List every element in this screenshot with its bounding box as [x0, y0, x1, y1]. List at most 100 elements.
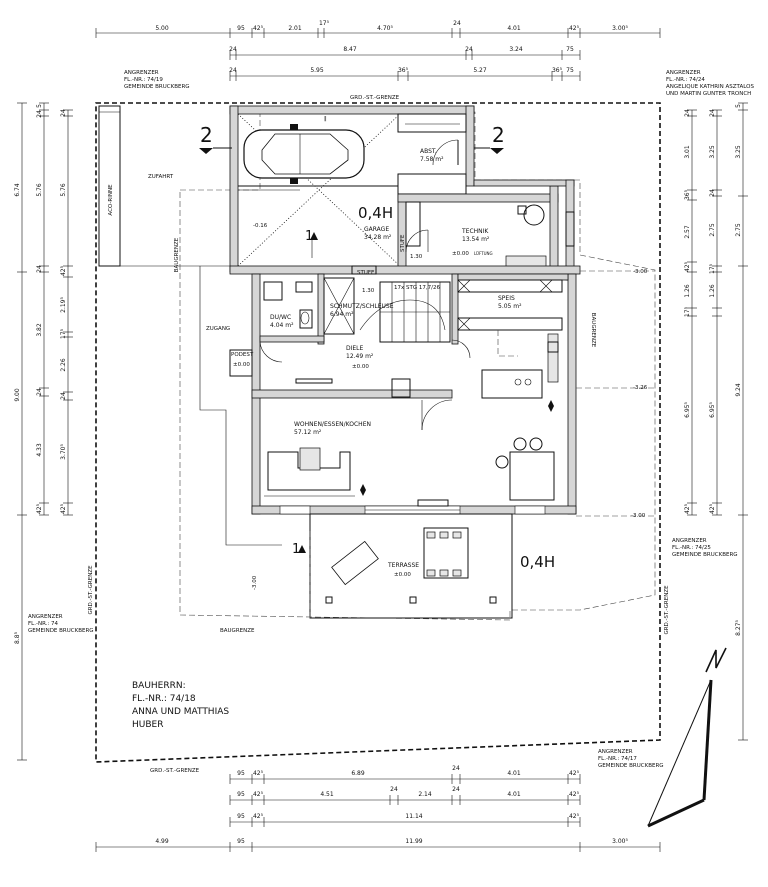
- property-boundary: GRD.-ST.-GRENZE GRD.-ST.-GRENZE GRD.-ST.…: [88, 95, 670, 774]
- top-dimension-chains: 5.00 95 42⁵ 2.01 17⁵ 4.70⁵ 24 4.01 42⁵ 3…: [95, 20, 661, 81]
- dim-top3-3: 5.27: [473, 67, 487, 74]
- garage-area: 34.28 m²: [364, 234, 392, 241]
- section-right-arrow: [490, 148, 504, 154]
- dim-top1-4: 17⁵: [319, 20, 330, 27]
- dim-bottom3-1: 42⁵: [253, 813, 264, 820]
- schleuse-area: 6.94 m²: [330, 311, 354, 318]
- dim-bottom2-1: 42⁵: [253, 791, 264, 798]
- access-path: [199, 266, 282, 546]
- dim-right-inner-2: 36⁵: [684, 189, 691, 200]
- bottom-dimension-chains: 95 42⁵ 6.89 24 4.01 42⁵ 95 42⁵ 4.51 24 2…: [95, 765, 661, 852]
- technik-area: 13.54 m²: [462, 236, 490, 243]
- dim-top1-9: 3.00⁵: [612, 25, 628, 32]
- abst-area: 7.58 m²: [420, 156, 444, 163]
- du-wc-room: [259, 281, 313, 363]
- dim-top1-2: 42⁵: [253, 25, 264, 32]
- dim-right-outer-2: 2.75: [735, 223, 742, 237]
- dim-bottom2-4: 2.14: [418, 791, 432, 798]
- diele-level: ±0.00: [352, 364, 369, 370]
- neighbor-w-0: ANGRENZER: [28, 614, 63, 620]
- dim-right-inner-8: 42⁵: [684, 503, 691, 514]
- dim-right-outer-4: 8.27⁵: [735, 620, 742, 636]
- stair-label: 17x STG 17,7/26: [394, 285, 440, 291]
- podest-name: PODEST: [231, 352, 254, 358]
- neighbor-se-1: FL.-NR.: 74/17: [598, 756, 637, 762]
- schleuse-name: SCHMUTZ/SCHLEUSE: [330, 303, 394, 310]
- dim-bottom2-7: 42⁵: [569, 791, 580, 798]
- dim-left-mid-3: 24: [36, 265, 43, 273]
- stufe2-value: 1.30: [410, 254, 423, 260]
- owner-line-0: BAUHERRN:: [132, 681, 186, 691]
- garage-block: ‖: [229, 105, 475, 273]
- marker-1-bottom-arrow: [298, 545, 306, 553]
- dim-bottom1-4: 4.01: [507, 770, 521, 777]
- right-dimension-chains: 5 3.25 2.75 9.24 8.27⁵ 24 3.25 24 2.75 1…: [684, 102, 748, 741]
- level-marker-a: -3.00: [633, 269, 648, 275]
- section-markers: 2 2: [199, 123, 505, 154]
- dim-right-inner-7: 6.95⁵: [684, 402, 691, 418]
- boundary-right-label: GRD.-ST.-GRENZE: [664, 585, 670, 635]
- dim-top2-4: 75: [566, 46, 574, 53]
- garage-height-label: 0,4H: [358, 204, 393, 222]
- dim-right-inner-3: 2.57: [684, 225, 691, 239]
- dim-right-mid-7: 42⁵: [709, 503, 716, 514]
- technik-level: ±0.00: [452, 251, 469, 257]
- dim-left-inner-2: 42⁵: [60, 265, 67, 276]
- neighbor-w-1: FL.-NR.: 74: [28, 621, 59, 627]
- stufe1-value: 1.30: [362, 288, 375, 294]
- diele-area: 12.49 m²: [346, 353, 374, 360]
- dim-left-mid-7: 42⁵: [36, 503, 43, 514]
- section-right-number: 2: [492, 123, 505, 147]
- du-name: DU/WC: [270, 314, 291, 321]
- neighbor-e-1: FL.-NR.: 74/25: [672, 545, 711, 551]
- aco-label: ACO-RINNE: [108, 184, 114, 216]
- dim-bottom4-0: 4.99: [155, 838, 169, 845]
- aco-channel: ACO-RINNE: [98, 105, 121, 267]
- dim-top1-3: 2.01: [288, 25, 302, 32]
- dim-left-inner-3: 2.19⁵: [60, 297, 67, 313]
- dim-right-mid-6: 6.95⁵: [709, 402, 716, 418]
- boundary-bottom-label: GRD.-ST.-GRENZE: [150, 768, 200, 774]
- terrace: [309, 513, 513, 619]
- dim-bottom1-1: 42⁵: [253, 770, 264, 777]
- neighbor-se-2: GEMEINDE BRUCKBERG: [598, 763, 664, 769]
- dim-bottom2-6: 4.01: [507, 791, 521, 798]
- neighbor-ne-2: ANGELIQUE KATHRIN ASZTALOS: [666, 84, 754, 90]
- dim-left-inner-6: 24: [60, 392, 67, 400]
- neighbor-nw-0: ANGRENZER: [124, 70, 159, 76]
- dim-top1-7: 4.01: [507, 25, 521, 32]
- terrasse-level: ±0.00: [394, 572, 411, 578]
- house-walls: [229, 265, 581, 515]
- dim-right-outer-1: 3.25: [735, 145, 742, 159]
- schleuse-room: [323, 265, 377, 335]
- section-left-arrow: [199, 148, 213, 154]
- marker-1-top-arrow: [310, 232, 318, 240]
- dim-top1-5: 4.70⁵: [377, 25, 393, 32]
- car-icon: [243, 124, 365, 184]
- dim-right-mid-5: 1.26: [709, 284, 716, 298]
- dim-bottom2-3: 24: [390, 786, 398, 793]
- neighbor-e-2: GEMEINDE BRUCKBERG: [672, 552, 738, 558]
- owner-line-1: FL.-NR.: 74/18: [132, 694, 196, 704]
- du-area: 4.04 m²: [270, 322, 294, 329]
- owner-info: BAUHERRN: FL.-NR.: 74/18 ANNA UND MATTHI…: [132, 681, 229, 730]
- dim-bottom1-3: 24: [452, 765, 460, 772]
- dim-bottom4-1: 95: [237, 838, 245, 845]
- left-dimension-chains: 6.74 9.00 8.8⁵ 5 24 5.76 24 3.82 24 4.33…: [14, 102, 73, 761]
- dim-right-inner-5: 1.26: [684, 284, 691, 298]
- dim-top2-1: 8.47: [343, 46, 357, 53]
- dim-bottom4-3: 3.00⁵: [612, 838, 628, 845]
- owner-line-3: HUBER: [132, 720, 163, 730]
- dim-left-outer-2: 8.8⁵: [14, 631, 21, 644]
- dim-right-mid-3: 2.75: [709, 223, 716, 237]
- dim-right-outer-0: 5: [735, 104, 742, 108]
- dim-left-outer-1: 9.00: [14, 388, 21, 402]
- dim-right-outer-3: 9.24: [735, 383, 742, 397]
- dim-left-mid-2: 5.76: [36, 183, 43, 197]
- dim-top1-8: 42⁵: [569, 25, 580, 32]
- dim-bottom4-2: 11.99: [405, 838, 422, 845]
- boundary-left-label: GRD.-ST.-GRENZE: [88, 565, 94, 615]
- dim-top1-1: 95: [237, 25, 245, 32]
- neighbor-nw-2: GEMEINDE BRUCKBERG: [124, 84, 190, 90]
